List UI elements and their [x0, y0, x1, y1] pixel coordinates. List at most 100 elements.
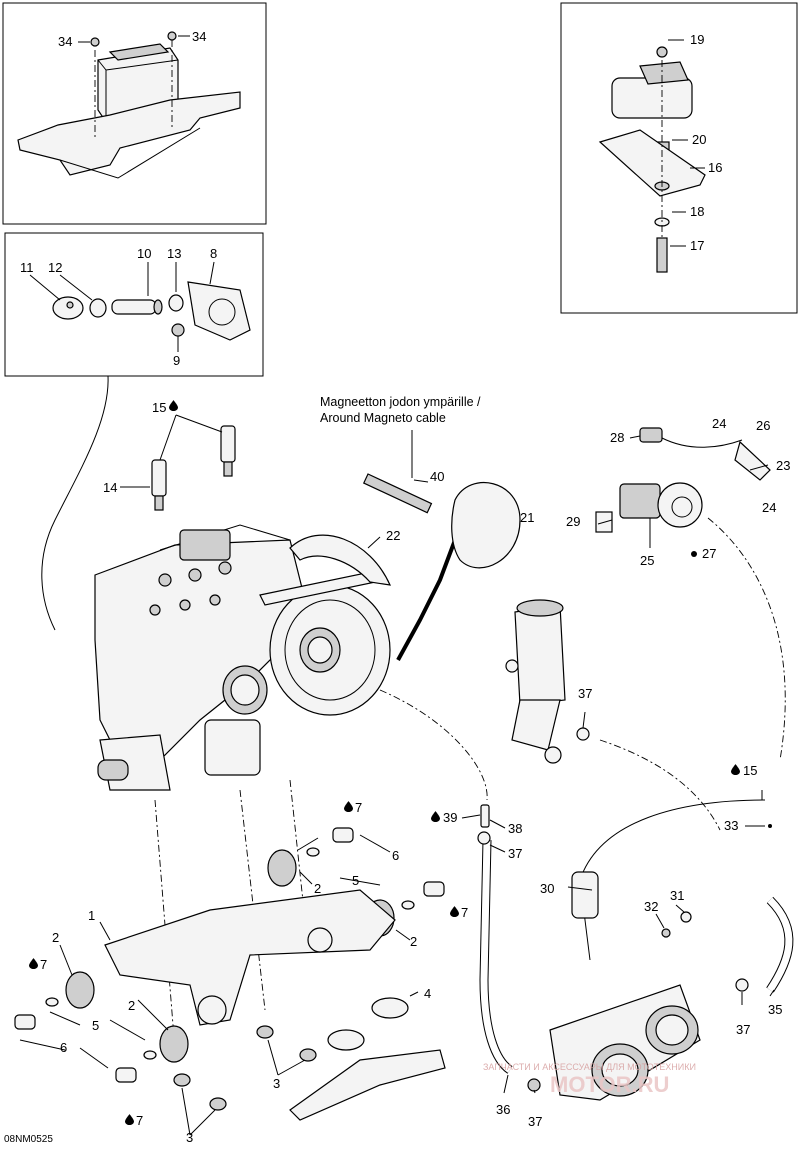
- svg-text:6: 6: [392, 848, 399, 863]
- svg-text:23: 23: [776, 458, 790, 473]
- label-16: 16: [708, 160, 722, 175]
- label-28: 28: [610, 430, 624, 445]
- svg-text:32: 32: [644, 899, 658, 914]
- svg-text:29: 29: [566, 514, 580, 529]
- inset-box-ecu-bracket: [2, 2, 267, 225]
- svg-text:13: 13: [167, 246, 181, 261]
- svg-text:8: 8: [210, 246, 217, 261]
- label-7c: 7: [29, 957, 47, 972]
- svg-text:15: 15: [152, 400, 166, 415]
- svg-text:ЗАПЧАСТИ И АКСЕССУАРЫ ДЛЯ МОТО: ЗАПЧАСТИ И АКСЕССУАРЫ ДЛЯ МОТОТЕХНИКИ: [483, 1062, 696, 1072]
- svg-text:24: 24: [712, 416, 726, 431]
- svg-text:37: 37: [508, 846, 522, 861]
- svg-text:2: 2: [410, 934, 417, 949]
- loctite-drop-icon: [731, 764, 740, 775]
- svg-text:25: 25: [640, 553, 654, 568]
- label-18: 18: [690, 204, 704, 219]
- svg-text:31: 31: [670, 888, 684, 903]
- svg-text:7: 7: [461, 905, 468, 920]
- svg-text:3: 3: [273, 1076, 280, 1091]
- svg-text:40: 40: [430, 469, 444, 484]
- label-32: 32: [644, 899, 658, 914]
- svg-text:2: 2: [52, 930, 59, 945]
- label-25: 25: [640, 553, 654, 568]
- svg-text:16: 16: [708, 160, 722, 175]
- belt-guard-21: [451, 482, 521, 569]
- label-39: 39: [431, 810, 457, 825]
- label-14: 14: [103, 480, 117, 495]
- svg-text:18: 18: [690, 204, 704, 219]
- label-30: 30: [540, 881, 554, 896]
- spark-plugs: [151, 425, 236, 511]
- caption: Magneetton jodon ympärille / Around Magn…: [320, 395, 481, 425]
- label-7d: 7: [125, 1113, 143, 1128]
- label-10: 10: [137, 246, 151, 261]
- svg-text:MOTOR.RU: MOTOR.RU: [550, 1072, 669, 1097]
- label-37b: 37: [508, 846, 522, 861]
- label-29: 29: [566, 514, 580, 529]
- svg-text:7: 7: [40, 957, 47, 972]
- svg-text:34: 34: [58, 34, 72, 49]
- label-37a: 37: [578, 686, 592, 701]
- svg-text:15: 15: [743, 763, 757, 778]
- label-37d: 37: [528, 1114, 542, 1129]
- label-19: 19: [690, 32, 704, 47]
- label-34b: 34: [192, 29, 206, 44]
- label-1: 1: [88, 908, 95, 923]
- svg-text:22: 22: [386, 528, 400, 543]
- svg-text:6: 6: [60, 1040, 67, 1055]
- label-2d: 2: [128, 998, 135, 1013]
- svg-text:37: 37: [528, 1114, 542, 1129]
- label-9: 9: [173, 353, 180, 368]
- loctite-drop-icon: [169, 400, 178, 411]
- label-5b: 5: [92, 1018, 99, 1033]
- svg-text:2: 2: [128, 998, 135, 1013]
- label-27: 27: [702, 546, 716, 561]
- svg-text:28: 28: [610, 430, 624, 445]
- label-3a: 3: [273, 1076, 280, 1091]
- label-4: 4: [424, 986, 431, 1001]
- label-13: 13: [167, 246, 181, 261]
- svg-text:9: 9: [173, 353, 180, 368]
- plate-parts: [52, 281, 251, 341]
- label-2b: 2: [410, 934, 417, 949]
- label-34a: 34: [58, 34, 72, 49]
- svg-text:11: 11: [20, 260, 34, 275]
- svg-text:27: 27: [702, 546, 716, 561]
- skid-plate: [289, 1049, 446, 1121]
- svg-text:30: 30: [540, 881, 554, 896]
- svg-text:37: 37: [736, 1022, 750, 1037]
- label-2a: 2: [314, 881, 321, 896]
- label-38: 38: [508, 821, 522, 836]
- svg-text:37: 37: [578, 686, 592, 701]
- label-6a: 6: [392, 848, 399, 863]
- label-15b: 15: [731, 763, 757, 778]
- svg-text:36: 36: [496, 1102, 510, 1117]
- diagram-code: 08NM0525: [4, 1134, 53, 1145]
- svg-text:2: 2: [314, 881, 321, 896]
- label-26: 26: [756, 418, 770, 433]
- sensor-assembly: [598, 46, 706, 273]
- svg-text:39: 39: [443, 810, 457, 825]
- carburetor: [549, 984, 701, 1101]
- loctite-drop-icon: [431, 811, 440, 822]
- label-7b: 7: [450, 905, 468, 920]
- svg-text:20: 20: [692, 132, 706, 147]
- loctite-drop-icon: [125, 1114, 134, 1125]
- label-5a: 5: [352, 873, 359, 888]
- label-3b: 3: [186, 1130, 193, 1145]
- label-36: 36: [496, 1102, 510, 1117]
- engine-block: [94, 524, 391, 791]
- svg-text:19: 19: [690, 32, 704, 47]
- svg-text:7: 7: [136, 1113, 143, 1128]
- svg-text:33: 33: [724, 818, 738, 833]
- svg-text:10: 10: [137, 246, 151, 261]
- label-23: 23: [776, 458, 790, 473]
- svg-text:21: 21: [520, 510, 534, 525]
- svg-text:26: 26: [756, 418, 770, 433]
- label-40: 40: [430, 469, 444, 484]
- loctite-drop-icon: [450, 906, 459, 917]
- svg-text:17: 17: [690, 238, 704, 253]
